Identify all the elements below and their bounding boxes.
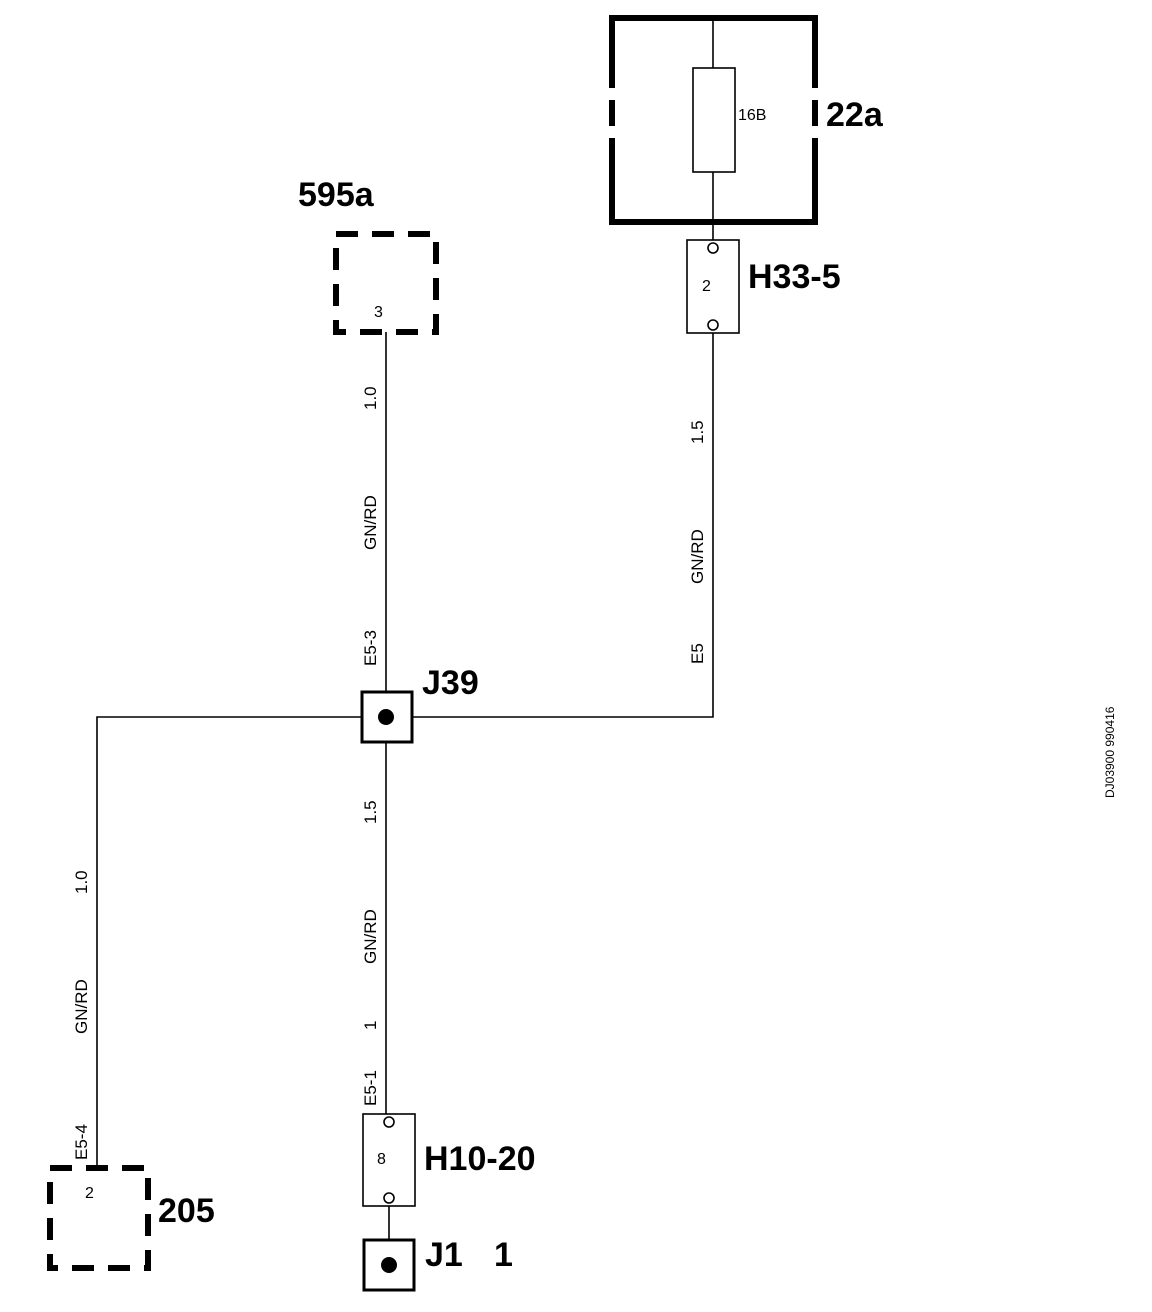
wire-id-label: E5-4 bbox=[72, 1124, 91, 1160]
terminal-j1-number: 1 bbox=[494, 1236, 513, 1274]
wire-id-label: E5-1 bbox=[361, 1070, 380, 1106]
component-label-595a: 595a bbox=[298, 176, 375, 214]
component-205: 2 205 bbox=[47, 1165, 215, 1271]
splice-j39: J39 bbox=[360, 664, 479, 744]
connector-label-h10-20: H10-20 bbox=[424, 1140, 536, 1178]
wire-size-label: 1.0 bbox=[72, 870, 91, 894]
205-pin: 2 bbox=[85, 1185, 94, 1202]
h33-5-pin: 2 bbox=[702, 278, 711, 295]
component-label-22a: 22a bbox=[826, 96, 884, 134]
wire-label-group-j39-down: 1.5 GN/RD 1 E5-1 bbox=[361, 800, 380, 1106]
wire-id-label: E5 bbox=[688, 643, 707, 664]
wire-label-group-595a: 1.0 GN/RD E5-3 bbox=[361, 386, 380, 666]
wire-color-label: GN/RD bbox=[361, 909, 380, 964]
terminal-label-j1: J1 bbox=[425, 1236, 463, 1274]
wire-label-group-h33: 1.5 GN/RD E5 bbox=[688, 420, 707, 664]
fuse-label: 16B bbox=[738, 107, 766, 124]
h10-20-pin: 8 bbox=[377, 1151, 386, 1168]
wire-size-label: 1.5 bbox=[361, 800, 380, 824]
wire-color-label: GN/RD bbox=[361, 495, 380, 550]
component-label-205: 205 bbox=[158, 1192, 215, 1230]
wire-color-label: GN/RD bbox=[72, 979, 91, 1034]
terminal-j1: J1 1 bbox=[362, 1236, 513, 1292]
wire-id-label: E5-3 bbox=[361, 630, 380, 666]
wire-size-label: 1.0 bbox=[361, 386, 380, 410]
wire-size-label: 1.5 bbox=[688, 420, 707, 444]
splice-label-j39: J39 bbox=[422, 664, 479, 702]
595a-pin: 3 bbox=[374, 304, 383, 321]
wire-label-group-205: 1.0 GN/RD E5-4 bbox=[72, 870, 91, 1160]
component-22a: 16B 22a bbox=[609, 15, 884, 240]
wire-color-label: GN/RD bbox=[688, 529, 707, 584]
connector-label-h33-5: H33-5 bbox=[748, 258, 841, 296]
fuse-16b bbox=[692, 67, 736, 173]
component-595a: 3 595a bbox=[298, 176, 439, 335]
connector-h10-20: 8 H10-20 bbox=[362, 1113, 536, 1207]
connector-h33-5: 2 H33-5 bbox=[686, 239, 841, 334]
wire-number-label: 1 bbox=[361, 1021, 380, 1030]
drawing-code: DJ03900 990416 bbox=[1103, 706, 1117, 798]
